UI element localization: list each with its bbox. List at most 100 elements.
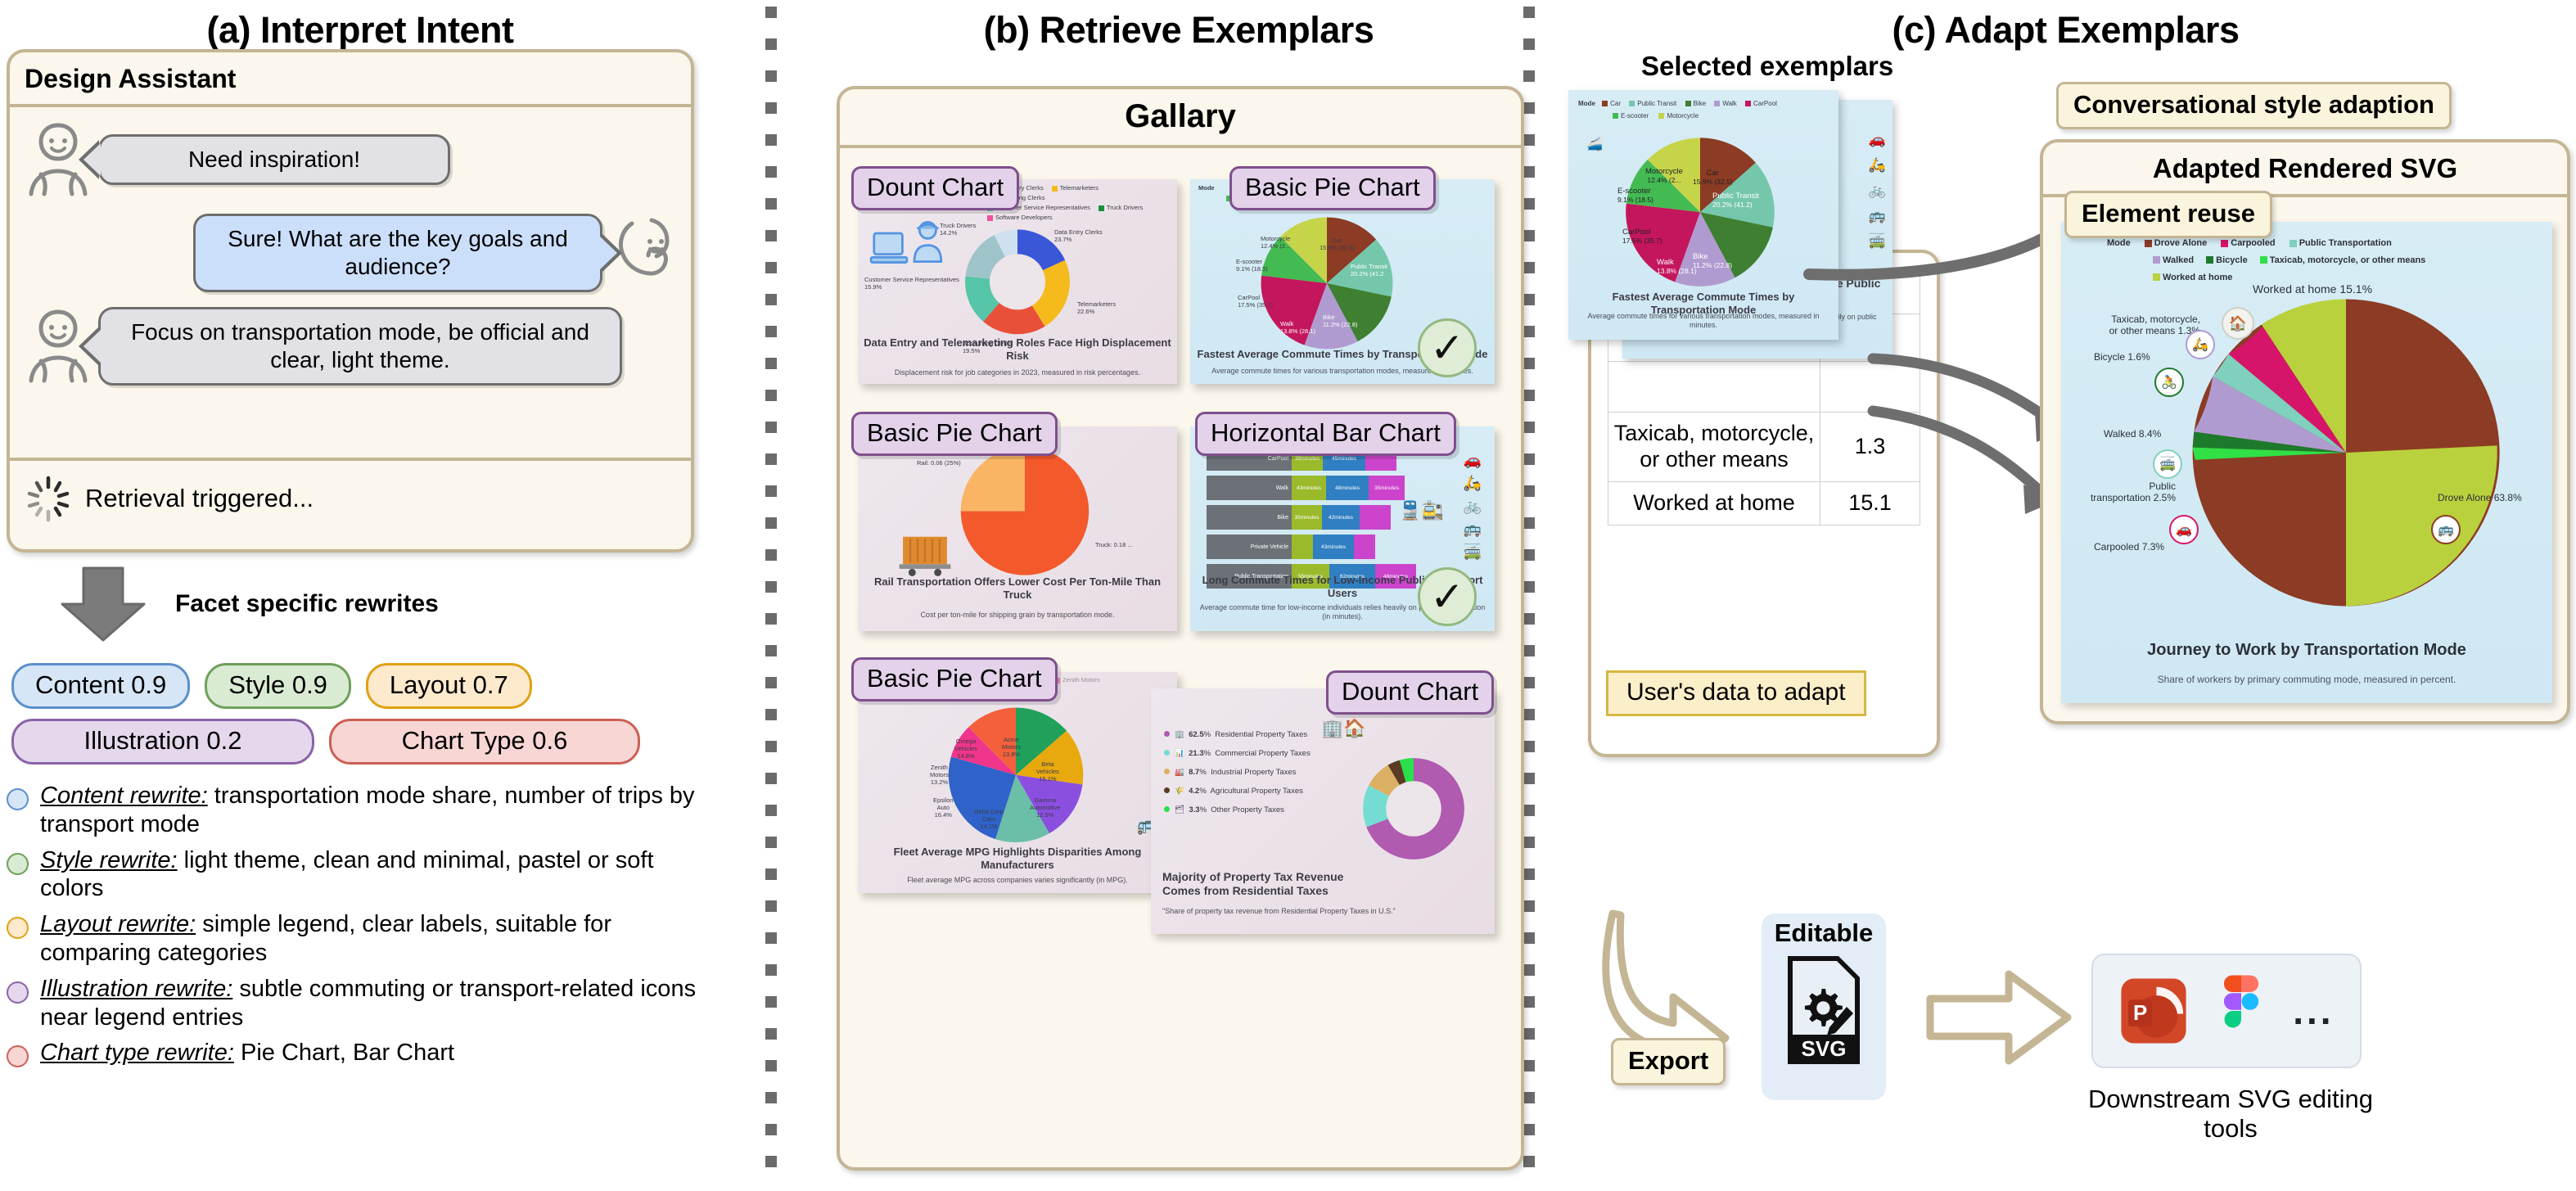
- train-station-icon: 🚆🚉: [1399, 500, 1444, 521]
- facet-pill-style[interactable]: Style 0.9: [205, 663, 351, 709]
- thumb-2-title: Fastest Average Commute Times by Transpo…: [1197, 348, 1488, 361]
- label-bicycle: Bicycle 1.6%: [2094, 351, 2150, 363]
- adapted-chart[interactable]: Mode Drove Alone Carpooled Public Transp…: [2061, 222, 2552, 703]
- thumb-3-title: Rail Transportation Offers Lower Cost Pe…: [873, 575, 1162, 602]
- rewrite-item-content: Content rewrite: transportation mode sha…: [7, 782, 712, 839]
- label-taxicab: Taxicab, motorcycle,or other means 1.3%: [2109, 314, 2200, 336]
- rewrite-dot-chart-type: [7, 1045, 29, 1068]
- gallery-grid: Data Entry Clerks Telemarketers Accounti…: [840, 148, 1521, 1155]
- gallery-badge-6[interactable]: Dount Chart: [1326, 670, 1495, 715]
- rewrite-item-illustration: Illustration rewrite: subtle commuting o…: [7, 975, 712, 1032]
- rewrite-text-layout: Layout rewrite: simple legend, clear lab…: [40, 911, 611, 966]
- train-exemplar-icon: 🚄: [1586, 138, 1603, 151]
- gallery-thumb-5[interactable]: Company Delta Corp Cars Epsilon Auto Zen…: [858, 672, 1177, 893]
- panel-b-title: (b) Retrieve Exemplars: [983, 9, 1374, 51]
- down-arrow-icon: [54, 565, 152, 643]
- adapted-chart-title: Journey to Work by Transportation Mode: [2147, 641, 2466, 659]
- gallery-thumb-3[interactable]: Rail: 0.06 (25%) Truck: 0.18 ... Rail Tr…: [858, 426, 1177, 631]
- chat-bubble-user-1: Need inspiration!: [98, 133, 450, 186]
- table-cell-taxicab-label: Taxicab, motorcycle, or other means: [1608, 412, 1820, 482]
- thumb-3-subtitle: Cost per ton-mile for shipping grain by …: [920, 611, 1115, 620]
- svg-text:SVG: SVG: [1802, 1036, 1847, 1061]
- panel-a-title: (a) Interpret Intent: [206, 9, 514, 51]
- bus-icon-small: 🚌: [1868, 208, 1886, 223]
- chat-bubble-assistant: Sure! What are the key goals and audienc…: [193, 213, 602, 293]
- thumb-5-title: Fleet Average MPG Highlights Disparities…: [893, 846, 1142, 872]
- gallery-card: Gallary Data Entry Clerks Telemarketers …: [837, 86, 1524, 1171]
- rewrite-item-style: Style rewrite: light theme, clean and mi…: [7, 846, 712, 904]
- bicycle-icon-small: 🚲: [1868, 183, 1886, 198]
- trolleybus-icon: 🚎: [1463, 544, 1482, 560]
- rewrite-dot-style: [7, 852, 29, 875]
- chat-message-user-2: Focus on transportation mode, be officia…: [23, 305, 678, 387]
- rewrite-text-chart-type: Chart type rewrite: Pie Chart, Bar Chart: [40, 1040, 455, 1067]
- gallery-thumb-4[interactable]: Income/Household Low Very Low Lower-midd…: [1190, 426, 1495, 631]
- facet-pill-content[interactable]: Content 0.9: [11, 663, 191, 709]
- thumb-1-subtitle: Displacement risk for job categories in …: [894, 368, 1141, 377]
- thumb-5-subtitle: Fleet average MPG across companies varie…: [907, 876, 1128, 885]
- editable-label: Editable: [1774, 918, 1874, 947]
- editable-svg-doc[interactable]: Editable SVG: [1762, 914, 1886, 1100]
- table-row-taxicab: Taxicab, motorcycle, or other means 1.3: [1608, 412, 1920, 482]
- facet-pill-layout[interactable]: Layout 0.7: [365, 663, 532, 709]
- powerpoint-icon: P: [2121, 978, 2186, 1044]
- thumb-1-title: Data Entry and Telemarketing Roles Face …: [864, 336, 1171, 363]
- rewrite-text-illustration: Illustration rewrite: subtle commuting o…: [40, 975, 697, 1031]
- downstream-tools-caption: Downstream SVG editing tools: [2087, 1085, 2374, 1143]
- label-worked-at-home: Worked at home 15.1%: [2253, 282, 2373, 295]
- export-row: Export Editable SVG: [1572, 892, 2161, 1162]
- adapted-card-header: Adapted Rendered SVG: [2043, 142, 2567, 197]
- exemplar-front-subtitle: Average commute times for various transp…: [1587, 312, 1820, 330]
- gallery-badge-2[interactable]: Basic Pie Chart: [1229, 166, 1436, 210]
- scooter-icon: 🛵: [1463, 475, 1482, 491]
- rewrite-item-chart-type: Chart type rewrite: Pie Chart, Bar Chart: [7, 1039, 712, 1068]
- gallery-badge-3[interactable]: Basic Pie Chart: [851, 412, 1058, 456]
- gallery-badge-5[interactable]: Basic Pie Chart: [851, 657, 1058, 702]
- rewrite-text-style: Style rewrite: light theme, clean and mi…: [40, 846, 654, 902]
- gallery-badge-1[interactable]: Dount Chart: [851, 166, 1020, 210]
- chat-message-assistant: Sure! What are the key goals and audienc…: [23, 212, 678, 294]
- gallery-thumb-1[interactable]: Data Entry Clerks Telemarketers Accounti…: [858, 179, 1177, 384]
- panel-separator-1: [765, 7, 777, 1185]
- gallery-thumb-2[interactable]: Mode E-scooter Motorcycle: [1190, 179, 1495, 384]
- exemplar-front-title: Fastest Average Commute Times by Transpo…: [1612, 291, 1795, 317]
- gallery-thumb-6[interactable]: 🏢 62.5% Residential Property Taxes 📊 21.…: [1151, 688, 1495, 934]
- table-cell-taxicab-value: 1.3: [1820, 412, 1920, 482]
- selected-check-icon-2: ✓: [1418, 318, 1477, 377]
- car-icon-small: 🚗: [1868, 132, 1886, 147]
- rewrite-detail-list: Content rewrite: transportation mode sha…: [7, 782, 712, 1075]
- panel-c-title: (c) Adapt Exemplars: [1892, 9, 2240, 51]
- user-data-badge: User's data to adapt: [1606, 670, 1866, 716]
- adapted-card-title: Adapted Rendered SVG: [2152, 153, 2458, 183]
- thumb-2-subtitle: Average commute times for various transp…: [1211, 367, 1473, 376]
- label-walked: Walked 8.4%: [2104, 428, 2162, 440]
- figma-icon: [2223, 975, 2258, 1028]
- facet-pill-chart-type[interactable]: Chart Type 0.6: [329, 719, 640, 765]
- rewrite-text-content: Content rewrite: transportation mode sha…: [40, 783, 695, 837]
- rewrite-item-layout: Layout rewrite: simple legend, clear lab…: [7, 910, 712, 968]
- design-assistant-title: Design Assistant: [25, 64, 237, 93]
- panel-interpret-intent: (a) Interpret Intent Design Assistant: [0, 0, 720, 1191]
- table-cell-worked-home-label: Worked at home: [1608, 480, 1820, 526]
- facet-pill-row-1: Content 0.9 Style 0.9 Layout 0.7: [11, 663, 707, 709]
- panel-adapt-exemplars: (c) Adapt Exemplars Selected exemplars T…: [1555, 0, 2576, 1191]
- facet-pill-illustration[interactable]: Illustration 0.2: [11, 719, 314, 765]
- exemplar-card-front[interactable]: Mode Car Public Transit Bike Walk CarPoo…: [1568, 90, 1838, 340]
- adapted-rendered-svg-card: Adapted Rendered SVG Mode Drove Alone Ca…: [2040, 139, 2570, 724]
- trolleybus-icon-badge: 🚎: [2153, 449, 2182, 479]
- gallery-badge-4[interactable]: Horizontal Bar Chart: [1195, 412, 1456, 456]
- facet-pill-list: Content 0.9 Style 0.9 Layout 0.7 Illustr…: [11, 663, 707, 774]
- selected-check-icon-4: ✓: [1418, 567, 1477, 626]
- panel-retrieve-exemplars: (b) Retrieve Exemplars Gallary Data Entr…: [819, 0, 1539, 1191]
- school-bus-icon-badge: 🚌: [2431, 515, 2461, 544]
- thumb-6-title: Majority of Property Tax Revenue Comes f…: [1162, 869, 1344, 897]
- downstream-tools-box: P ...: [2091, 954, 2362, 1068]
- element-reuse-badge: Element reuse: [2064, 191, 2272, 238]
- chat-transcript: Need inspiration! Sure! What are the key…: [10, 107, 691, 458]
- selected-exemplars-label: Selected exemplars: [1641, 51, 1894, 81]
- chat-message-user-1: Need inspiration!: [23, 119, 678, 201]
- trolleybus-icon-small: 🚎: [1868, 233, 1886, 249]
- table-row-empty-3: [1608, 361, 1920, 413]
- thumb-4-subtitle: Average commute time for low-income indi…: [1199, 603, 1486, 621]
